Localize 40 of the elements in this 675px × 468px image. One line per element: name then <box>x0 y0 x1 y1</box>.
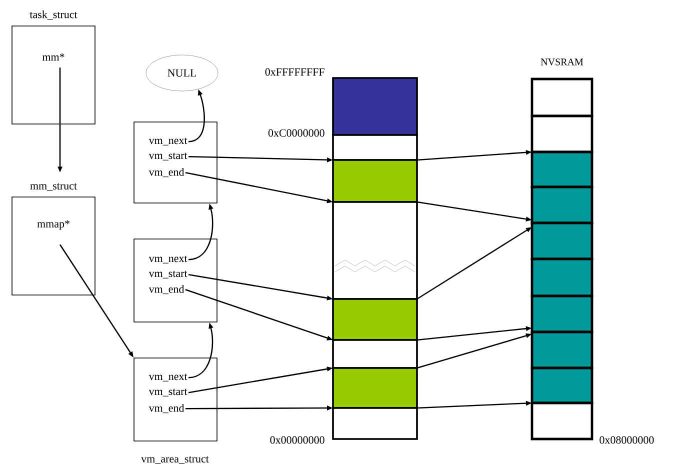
memory-block <box>530 294 594 334</box>
memory-block <box>530 366 594 404</box>
struct-name: vm_area_struct <box>141 456 209 464</box>
struct-name: task_struct <box>30 10 78 20</box>
memory-block <box>530 114 594 154</box>
memory-block <box>332 367 418 409</box>
memory-block <box>530 78 594 118</box>
struct-box <box>134 358 218 442</box>
address-label: 0xFFFFFFFF <box>265 68 324 76</box>
struct-box <box>134 238 218 322</box>
memory-block <box>530 222 594 260</box>
field-name: vm_next <box>148 256 188 264</box>
memory-block <box>332 339 418 369</box>
struct-box: mm* <box>12 26 96 124</box>
memory-block <box>332 201 418 300</box>
memory-block <box>530 186 594 224</box>
field-name: vm_start <box>148 152 188 160</box>
address-label: 0xC0000000 <box>268 129 324 137</box>
field-name: vm_end <box>148 168 184 178</box>
memory-block <box>530 402 594 440</box>
address-label: 0x00000000 <box>270 436 324 444</box>
struct-name: mm_struct <box>30 183 77 191</box>
memory-block <box>332 407 418 440</box>
field-name: vm_end <box>148 404 184 414</box>
memory-block <box>332 77 418 136</box>
memory-block <box>332 298 418 341</box>
memory-block <box>332 159 418 203</box>
address-label: 0x08000000 <box>600 436 654 444</box>
memory-block <box>530 150 594 188</box>
memory-block <box>530 258 594 298</box>
memory-block <box>332 134 418 161</box>
struct-box <box>134 122 218 204</box>
field-name: vm_next <box>148 374 188 382</box>
field-name: vm_start <box>148 270 188 278</box>
field-name: vm_next <box>148 138 188 146</box>
field-name: vm_end <box>148 285 184 294</box>
field-name: vm_start <box>148 388 188 396</box>
struct-box: mmap* <box>12 196 96 296</box>
memory-block <box>530 330 594 370</box>
column-title: NVSRAM <box>540 58 584 66</box>
